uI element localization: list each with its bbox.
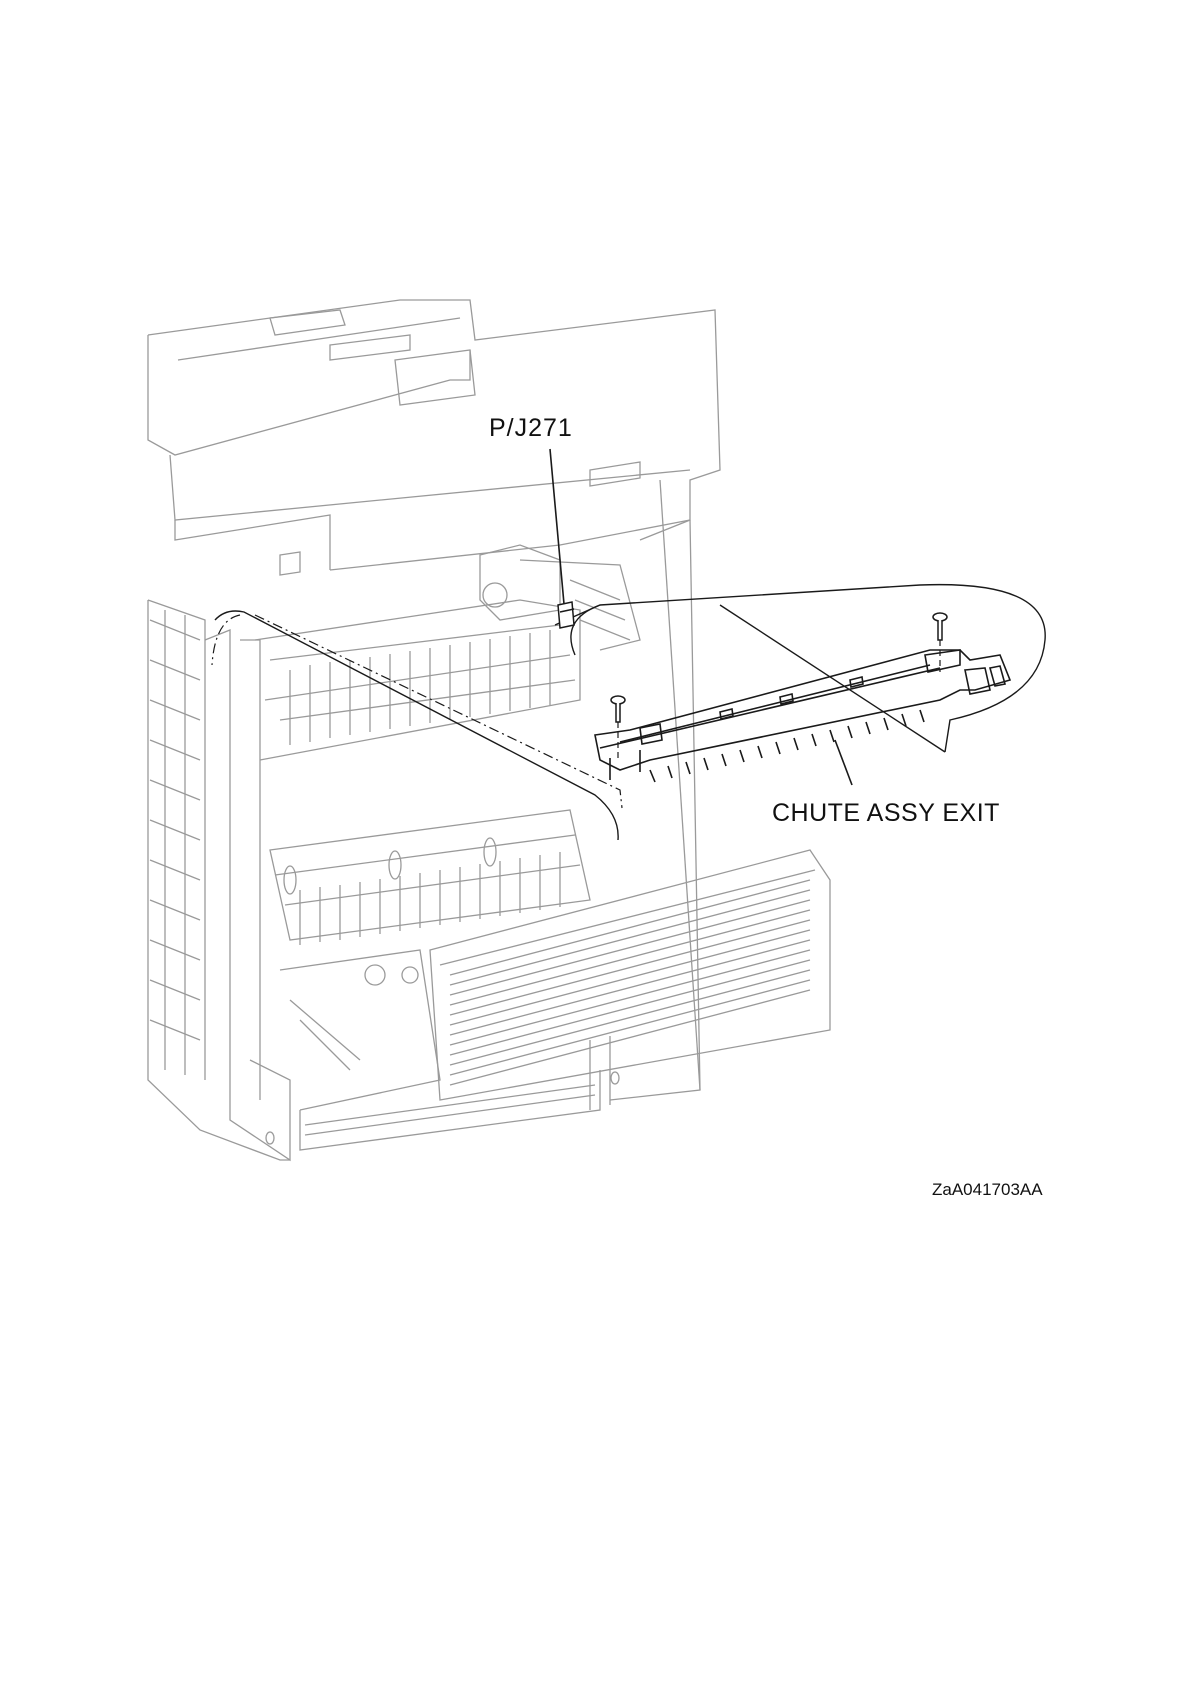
figure-code: ZaA041703AA — [932, 1180, 1043, 1200]
screw-left — [611, 696, 625, 722]
screw-right — [933, 613, 947, 640]
connector-label: P/J271 — [489, 414, 573, 443]
chute-assy-exit — [595, 650, 1010, 782]
guide-lines — [212, 615, 622, 808]
screw-guides — [618, 640, 940, 760]
part-label: CHUTE ASSY EXIT — [772, 799, 1000, 828]
connector-pj271 — [558, 602, 574, 628]
